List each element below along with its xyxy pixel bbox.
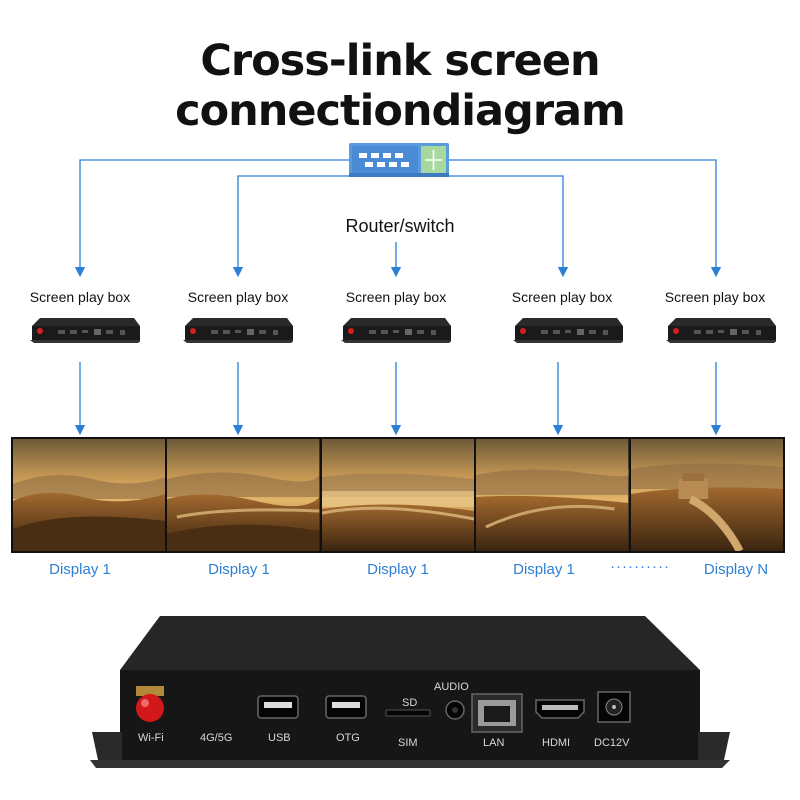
box-label-1: Screen play box: [29, 289, 131, 305]
landscape-image: [630, 439, 784, 551]
usb-port: [257, 695, 299, 719]
box-label-5: Screen play box: [664, 289, 766, 305]
audio-jack: [445, 700, 465, 720]
box-label-4: Screen play box: [511, 289, 613, 305]
wifi-antenna-icon: [136, 686, 164, 722]
dc-power-port: [597, 691, 631, 723]
otg-port: [325, 695, 367, 719]
port-label-otg: OTG: [336, 732, 360, 744]
display-wall: [11, 437, 785, 553]
display-panel-2: [167, 439, 322, 551]
screen-play-box-3: [341, 318, 451, 343]
landscape-image: [13, 439, 166, 551]
box-label-2: Screen play box: [187, 289, 289, 305]
port-label-dc: DC12V: [594, 737, 630, 749]
port-label-sd: SD: [402, 697, 417, 709]
port-label-sim: SIM: [398, 737, 418, 749]
display-label-3: Display 1: [367, 561, 429, 578]
sd-slot: [385, 709, 431, 717]
display-panel-4: [476, 439, 631, 551]
screen-play-box-4: [513, 318, 623, 343]
connector-to-box-5: [449, 159, 722, 278]
screen-play-box-5: [666, 318, 776, 343]
display-label-4: Display 1: [513, 561, 575, 578]
mount-flange-right: [698, 732, 730, 760]
port-label-lan: LAN: [483, 737, 504, 749]
ellipsis-dots: ··········: [610, 558, 670, 575]
screen-play-box-2: [183, 318, 293, 343]
device-top: [120, 616, 700, 670]
page-title: Cross-link screen connectiondiagram: [175, 36, 626, 136]
mount-flange-left: [92, 732, 122, 760]
display-label-2: Display 1: [208, 561, 270, 578]
port-label-hdmi: HDMI: [542, 737, 570, 749]
port-label-audio: AUDIO: [434, 681, 469, 693]
landscape-image: [321, 439, 475, 551]
display-label-n: Display N: [703, 561, 769, 578]
router-label: Router/switch: [345, 216, 455, 236]
connector-to-box-1: [74, 159, 349, 278]
display-label-1: Display 1: [49, 561, 111, 578]
screen-play-box-device: Wi-Fi 4G/5G USB OTG SD SIM AUDIO LAN HDM…: [90, 616, 730, 768]
port-label-cellular: 4G/5G: [200, 732, 232, 744]
port-label-usb: USB: [268, 732, 291, 744]
network-switch-icon: [349, 143, 449, 177]
screen-play-box-1: [30, 318, 140, 343]
display-panel-5: [630, 439, 784, 551]
display-panel-3: [321, 439, 477, 551]
display-panel-1: [13, 439, 168, 551]
lan-port: [471, 693, 523, 733]
hdmi-port: [535, 699, 585, 719]
landscape-image: [476, 439, 629, 551]
landscape-image: [167, 439, 320, 551]
box-label-3: Screen play box: [345, 289, 447, 305]
port-label-wifi: Wi-Fi: [138, 732, 164, 744]
